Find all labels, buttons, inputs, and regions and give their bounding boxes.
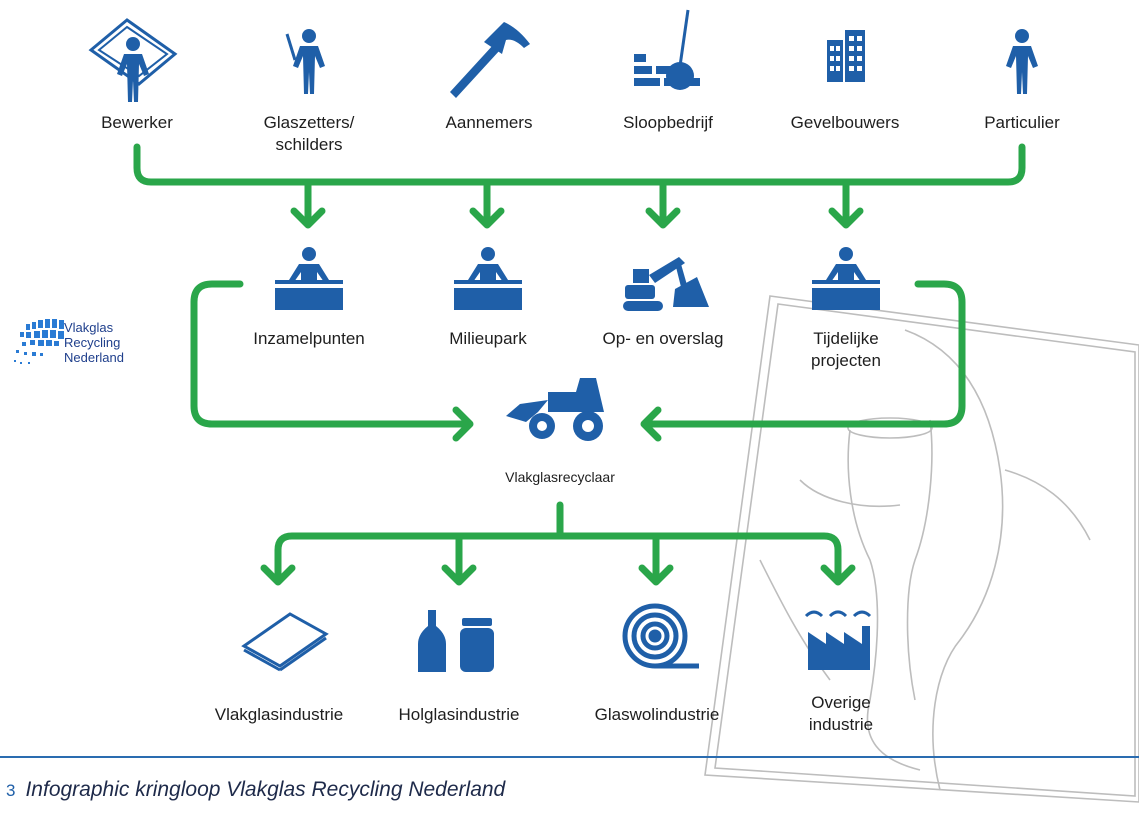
person-with-glass-pane-icon xyxy=(88,18,178,102)
source-label-bewerker: Bewerker xyxy=(101,113,173,132)
person-at-container-icon xyxy=(454,247,522,310)
bottle-and-jar-icon xyxy=(418,610,494,672)
source-label-aannemers: Aannemers xyxy=(445,113,533,132)
flow-arrowheads xyxy=(260,207,864,586)
output-label-overige-industrie: Overige industrie xyxy=(808,693,874,734)
output-label-glaswolindustrie: Glaswolindustrie xyxy=(594,705,720,724)
person-at-container-icon xyxy=(275,247,343,310)
figure-caption-text: Infographic kringloop Vlakglas Recycling… xyxy=(25,778,506,801)
recycler-label: Vlakglasrecyclaar xyxy=(505,469,615,485)
person-at-container-icon xyxy=(812,247,880,310)
hammer-icon xyxy=(450,22,530,98)
source-label-glaszetters: Glaszetters/ schilders xyxy=(263,113,355,154)
source-label-particulier: Particulier xyxy=(984,113,1060,132)
vlakglas-recycling-logo xyxy=(14,319,64,364)
collection-label-inzamelpunten: Inzamelpunten xyxy=(253,329,365,348)
wrecking-ball-icon xyxy=(634,9,700,90)
wheel-loader-icon xyxy=(506,378,604,441)
logo-text: Vlakglas Recycling Nederland xyxy=(64,320,124,365)
output-label-holglasindustrie: Holglasindustrie xyxy=(398,705,520,724)
person-icon xyxy=(1006,29,1038,94)
figure-caption: 3 Infographic kringloop Vlakglas Recyclin… xyxy=(6,778,505,802)
flat-glass-pane-icon xyxy=(241,612,329,672)
building-facade-icon xyxy=(827,30,865,82)
collection-label-milieupark: Milieupark xyxy=(449,329,527,348)
factory-icon xyxy=(804,610,872,670)
collection-label-tijdelijke-projecten: Tijdelijke projecten xyxy=(811,329,881,370)
output-label-vlakglasindustrie: Vlakglasindustrie xyxy=(214,705,344,724)
figure-number: 3 xyxy=(6,781,16,800)
source-label-gevelbouwers: Gevelbouwers xyxy=(790,113,900,132)
collection-label-op-en-overslag: Op- en overslag xyxy=(602,329,724,348)
glazier-person-icon xyxy=(285,29,325,94)
flow-connectors xyxy=(133,143,1026,582)
excavator-icon xyxy=(623,257,709,311)
glass-sketch-background xyxy=(704,295,1139,803)
glass-wool-roll-icon xyxy=(622,603,699,669)
source-label-sloopbedrijf: Sloopbedrijf xyxy=(623,113,713,132)
